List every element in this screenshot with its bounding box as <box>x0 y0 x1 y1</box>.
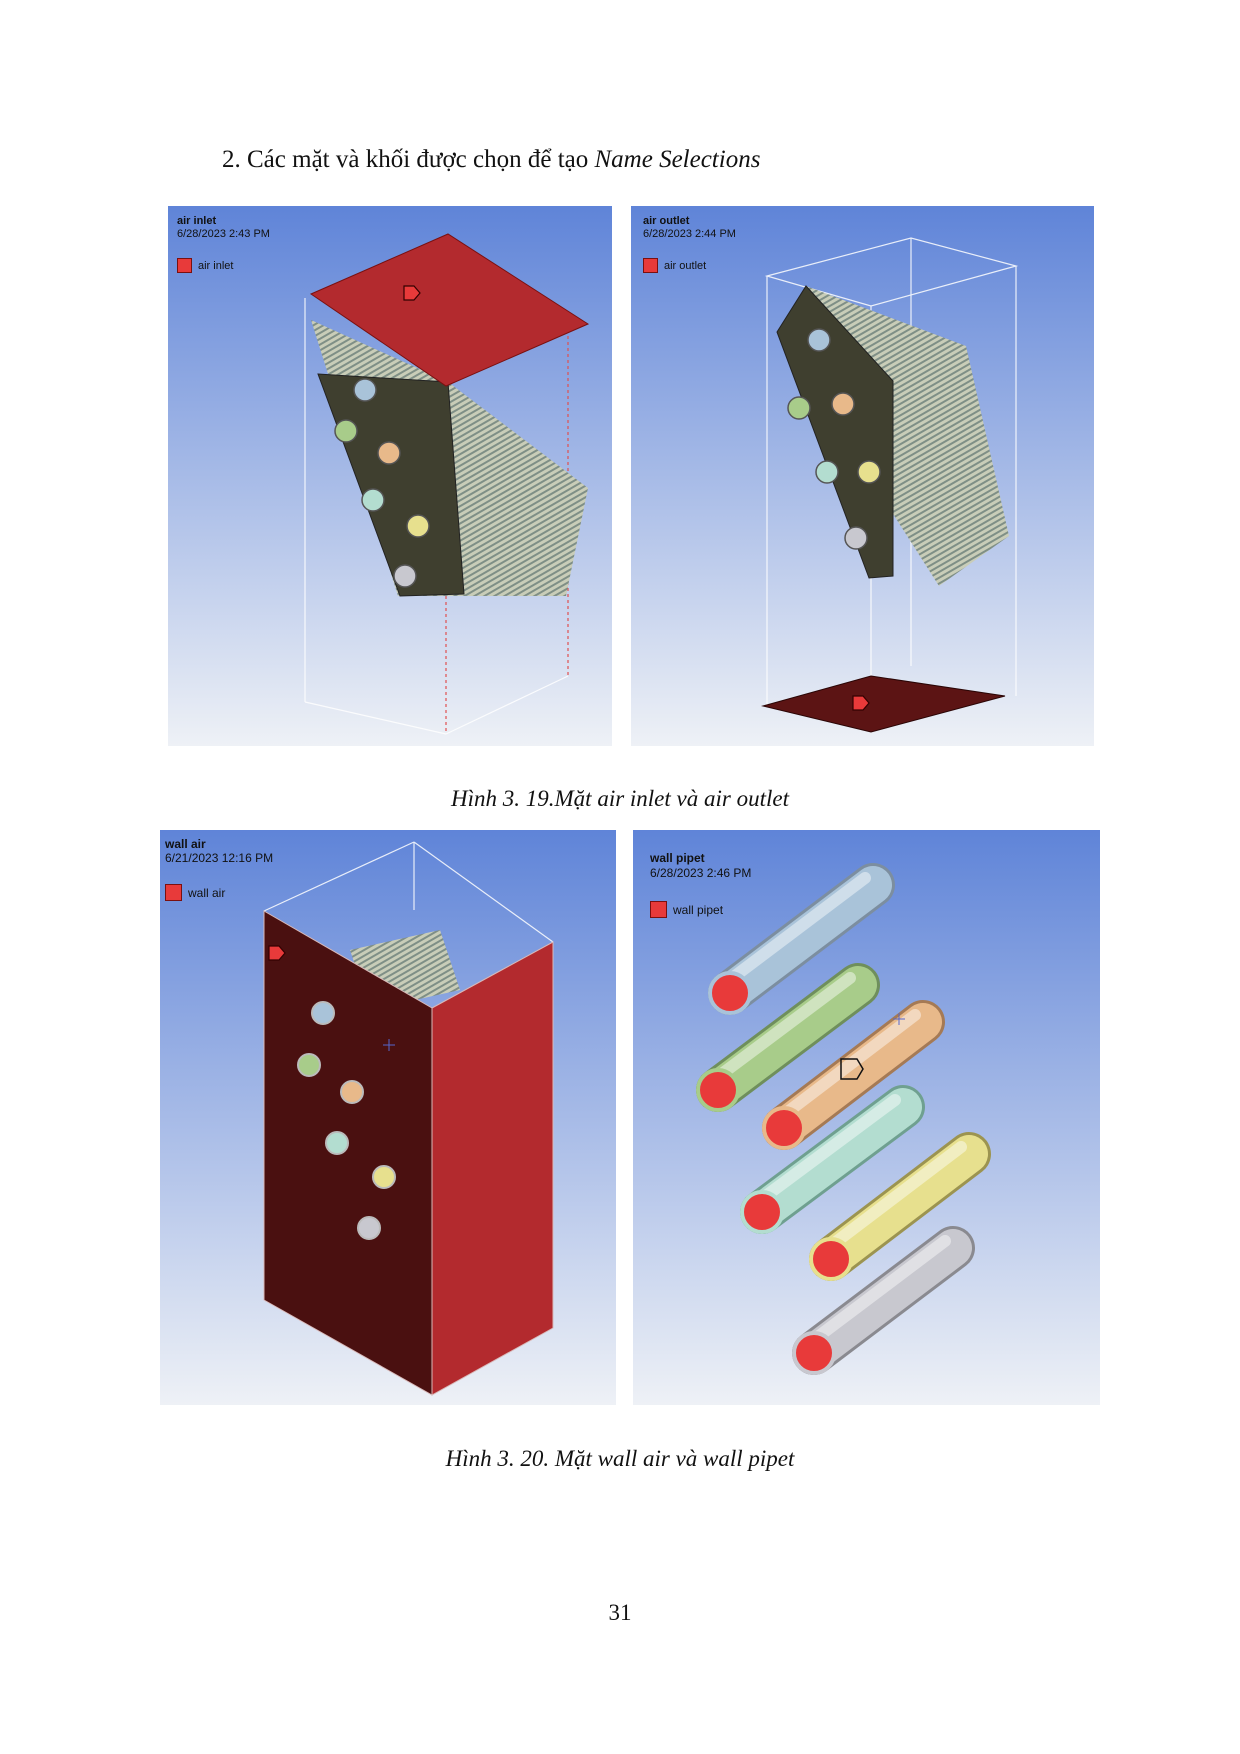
legend-swatch <box>643 258 658 273</box>
legend-swatch <box>650 901 667 918</box>
panel-title: wall pipet <box>650 851 705 865</box>
panel-timestamp: 6/21/2023 12:16 PM <box>165 851 274 865</box>
legend-label: air inlet <box>198 259 234 272</box>
legend-label: air outlet <box>664 259 707 272</box>
viewport-air-outlet: air outlet 6/28/2023 2:44 PM air outlet <box>631 206 1094 746</box>
legend: wall pipet <box>650 901 723 918</box>
viewport-air-inlet: air inlet 6/28/2023 2:43 PM air inlet <box>168 206 612 746</box>
legend: air outlet <box>643 258 706 273</box>
panel-timestamp: 6/28/2023 2:43 PM <box>177 228 270 240</box>
heading-text: 2. Các mặt và khối được chọn để tạo <box>222 146 595 173</box>
heading-emphasis: Name Selections <box>594 146 761 173</box>
wall-pipet-render <box>633 830 1100 1405</box>
legend: air inlet <box>177 258 233 273</box>
air-inlet-render <box>168 206 612 746</box>
panel-title: wall air <box>165 837 206 851</box>
panel-title: air outlet <box>643 215 690 227</box>
legend-swatch <box>177 258 192 273</box>
legend-label: wall air <box>188 885 226 900</box>
figure-caption-20: Hình 3. 20. Mặt wall air và wall pipet <box>445 1446 795 1471</box>
legend-label: wall pipet <box>673 902 724 917</box>
panel-title: air inlet <box>177 215 217 227</box>
viewport-wall-air: wall air 6/21/2023 12:16 PM wall air <box>160 830 616 1405</box>
viewport-wall-pipet: wall pipet 6/28/2023 2:46 PM wall pipet <box>633 830 1100 1405</box>
legend-swatch <box>165 884 182 901</box>
section-heading: 2. Các mặt và khối được chọn để tạo Name… <box>222 146 760 174</box>
figure-caption-19: Hình 3. 19.Mặt air inlet và air outlet <box>451 786 789 811</box>
legend: wall air <box>165 884 225 901</box>
wall-air-render <box>160 830 616 1405</box>
panel-timestamp: 6/28/2023 2:44 PM <box>643 228 736 240</box>
page-number: 31 <box>608 1600 632 1625</box>
air-outlet-render <box>631 206 1094 746</box>
panel-timestamp: 6/28/2023 2:46 PM <box>650 866 752 880</box>
